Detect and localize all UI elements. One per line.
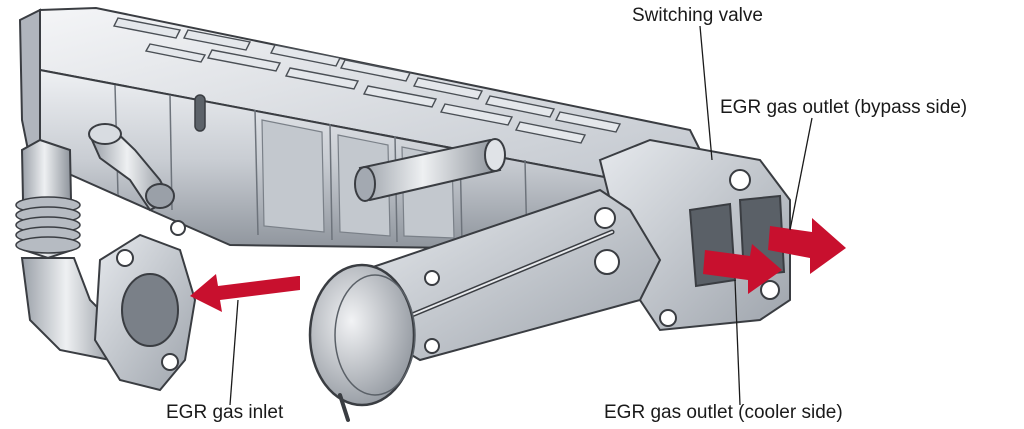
label-switching-valve: Switching valve <box>632 5 763 26</box>
leader-inlet <box>229 299 239 406</box>
leader-lines <box>229 25 813 406</box>
cooler-body <box>18 6 702 252</box>
inlet-flange <box>93 233 197 392</box>
outlet-bypass-arrow <box>768 218 846 274</box>
bypass-tube-left <box>88 123 186 236</box>
bypass-tube-center <box>354 138 506 202</box>
leader-outlet-cooler <box>734 279 741 406</box>
flow-arrows <box>190 218 846 312</box>
outlet-cooler-arrow <box>703 244 782 294</box>
vacuum-actuator <box>308 263 416 422</box>
leader-outlet-bypass <box>789 117 813 231</box>
leader-switching-valve <box>699 25 713 161</box>
label-egr-gas-outlet-cooler: EGR gas outlet (cooler side) <box>604 402 843 423</box>
cooling-ribs <box>112 17 622 144</box>
inlet-arrow <box>190 274 300 312</box>
label-egr-gas-outlet-bypass: EGR gas outlet (bypass side) <box>720 97 968 118</box>
label-egr-gas-inlet: EGR gas inlet <box>166 402 284 423</box>
